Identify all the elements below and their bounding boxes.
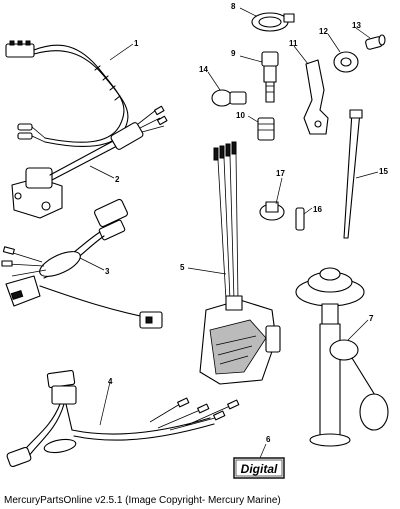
callout-1: 1: [134, 39, 139, 48]
callout-labels: 1 2 3 4 5 6 7 8 9 10 11 12 13 14 15 16 1…: [105, 2, 388, 444]
callout-12: 12: [319, 27, 328, 36]
part-12-cap: [333, 51, 359, 73]
part-8-clamp: [251, 12, 295, 32]
callout-14: 14: [199, 65, 208, 74]
part-16-plug: [295, 207, 305, 231]
callout-8: 8: [231, 2, 236, 11]
part-1-harness: [5, 40, 129, 147]
callout-13: 13: [352, 21, 361, 30]
callout-4: 4: [108, 377, 113, 386]
part-10-fitting: [257, 117, 275, 141]
callout-2: 2: [115, 175, 120, 184]
part-2-sensor: [11, 105, 168, 219]
callout-11: 11: [289, 39, 298, 48]
part-5-control-unit: [199, 141, 281, 385]
leader-lines: [79, 7, 379, 459]
part-3-harness: [1, 198, 163, 329]
part-13-plug: [365, 34, 386, 50]
part-17-cap: [259, 201, 285, 221]
callout-7: 7: [369, 314, 374, 323]
callout-5: 5: [180, 263, 185, 272]
callout-3: 3: [105, 267, 110, 276]
callout-17: 17: [276, 169, 285, 178]
callout-10: 10: [236, 111, 245, 120]
part-4-harness: [6, 369, 240, 468]
callout-15: 15: [379, 167, 388, 176]
part-11-bracket: [303, 59, 329, 135]
part-9-switch: [261, 51, 279, 103]
callout-9: 9: [231, 49, 236, 58]
callout-16: 16: [313, 205, 322, 214]
part-7-fuel-sender: [295, 267, 389, 447]
digital-badge-label: Digital: [241, 462, 278, 476]
part-15-cable-tie: [343, 109, 363, 239]
digital-badge: Digital: [233, 457, 285, 479]
callout-6: 6: [266, 435, 271, 444]
part-14-fitting: [211, 89, 247, 107]
copyright-footer: MercuryPartsOnline v2.5.1 (Image Copyrig…: [4, 495, 281, 506]
